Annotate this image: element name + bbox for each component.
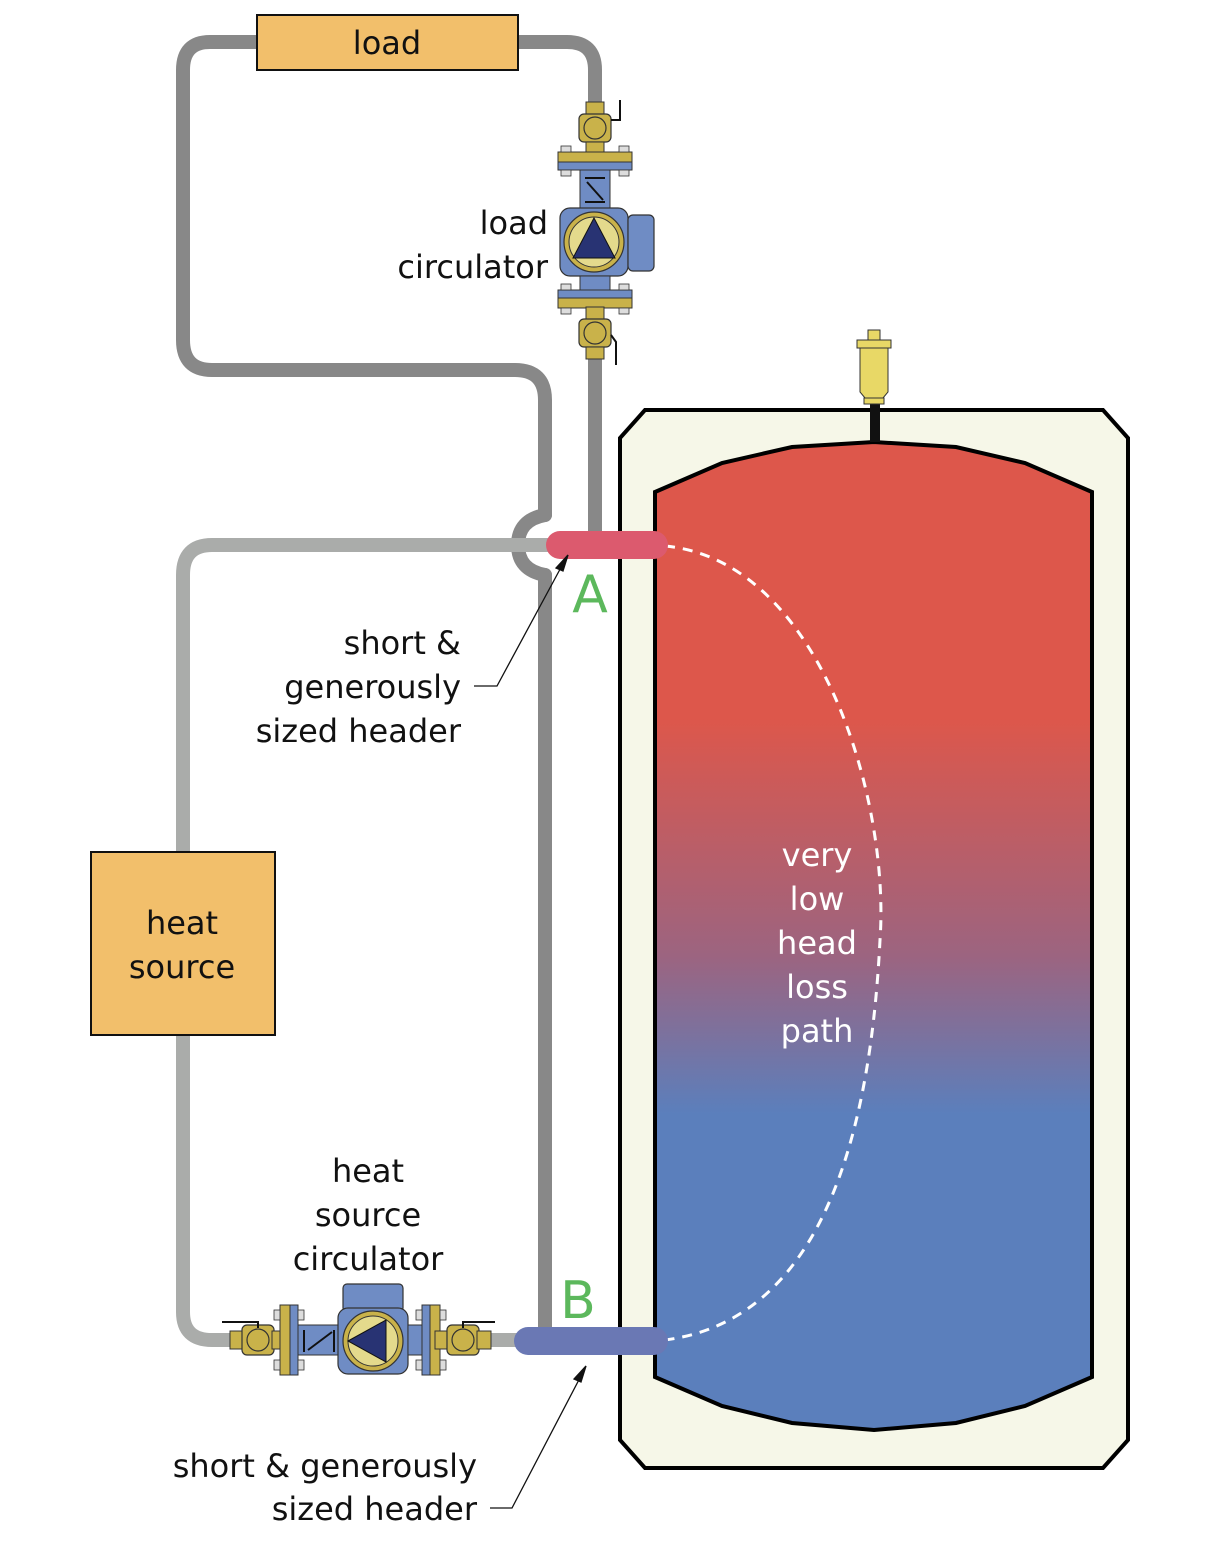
heat-source-box: heat source xyxy=(90,851,276,1036)
load-box: load xyxy=(256,14,519,71)
path-label-line-1: very xyxy=(782,836,853,874)
source-supply-pipe xyxy=(176,538,562,862)
load-lower-valve-icon xyxy=(578,306,612,360)
valve-handle-icon xyxy=(610,334,617,365)
path-label-line-2: low xyxy=(790,880,845,918)
pump-terminal-box xyxy=(627,214,655,272)
source-left-valve-icon xyxy=(229,1324,287,1356)
port-b-label: B xyxy=(560,1271,596,1331)
source-circulator-label-line-3: circulator xyxy=(293,1240,444,1278)
valve-handle-icon xyxy=(222,1321,259,1328)
valve-handle-icon xyxy=(611,100,621,121)
header-top-note-line-1: short & xyxy=(344,624,461,662)
header-top-note-line-2: generously xyxy=(284,668,461,706)
source-circulator-label-line-2: source xyxy=(315,1196,421,1234)
header-bottom-note-line-1: short & generously xyxy=(173,1447,477,1485)
header-top-note-line-3: sized header xyxy=(256,712,462,750)
source-right-valve-icon xyxy=(434,1324,492,1356)
load-circulator-label-line-2: circulator xyxy=(397,248,548,286)
path-label-line-4: loss xyxy=(786,968,848,1006)
check-valve-icon xyxy=(303,1330,335,1352)
buffer-tank: very low head loss path xyxy=(618,329,1130,1470)
load-upper-valve-icon xyxy=(578,101,612,155)
tank-vessel xyxy=(653,439,1094,1433)
path-label-line-3: head xyxy=(777,924,857,962)
arrowhead-icon xyxy=(554,554,569,572)
load-circulator xyxy=(557,100,655,365)
valve-handle-icon xyxy=(462,1321,495,1328)
load-circulator-label-line-1: load xyxy=(480,204,548,242)
load-return-pipe xyxy=(176,35,552,522)
air-vent-icon xyxy=(856,329,892,405)
source-return-pipe xyxy=(176,1028,527,1347)
source-circulator-label-line-1: heat xyxy=(332,1152,404,1190)
arrowhead-icon xyxy=(572,1365,587,1383)
check-valve-icon xyxy=(585,177,605,203)
path-label-line-5: path xyxy=(781,1012,854,1050)
pump-direction-triangle-icon xyxy=(572,216,616,259)
load-supply-pipe xyxy=(511,35,602,552)
port-a-label: A xyxy=(572,565,608,625)
source-loop-piping xyxy=(176,538,562,1347)
header-bottom-note-line-2: sized header xyxy=(272,1490,478,1528)
load-label: load xyxy=(353,24,421,62)
heat-source-label-line-1: heat xyxy=(146,904,218,942)
pump-direction-triangle-icon xyxy=(346,1319,387,1363)
leader-line-top xyxy=(474,554,569,687)
heat-source-circulator xyxy=(222,1283,495,1376)
low-head-loss-path xyxy=(664,544,883,1342)
heat-source-label-line-2: source xyxy=(129,948,235,986)
load-loop-piping xyxy=(176,35,602,1347)
leader-line-bottom xyxy=(490,1365,587,1509)
